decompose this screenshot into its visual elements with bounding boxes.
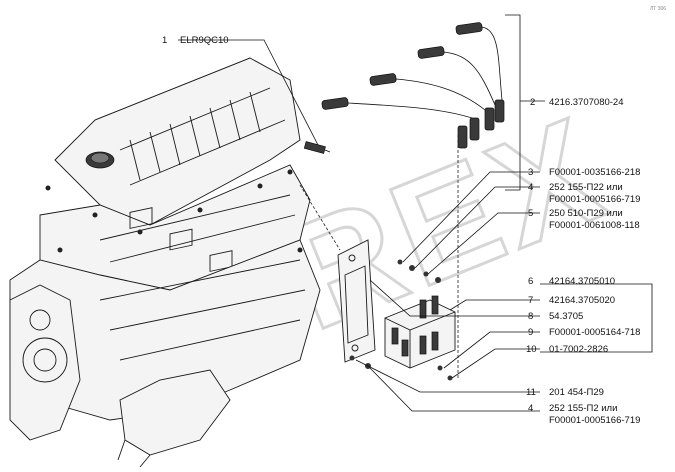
callout-code: 4216.3707080-24: [549, 97, 624, 108]
callout-number: 8: [528, 311, 533, 322]
callout-code: 42164.3705020: [549, 295, 615, 306]
callout-code: 42164.3705010: [549, 276, 615, 287]
callout-code: 54.3705: [549, 311, 583, 322]
callout-5: 5 250 510-П29 или F00001-0061008-118: [528, 208, 640, 231]
callout-10: 10 01-7002-2826: [526, 344, 608, 355]
callout-number: 9: [528, 327, 533, 338]
callout-number: 11: [526, 387, 536, 398]
callout-9: 9 F00001-0005164-718: [528, 327, 640, 338]
leader-lines: [178, 14, 653, 412]
callout-code: 01-7002-2826: [549, 344, 608, 355]
callout-11: 11 201 454-П29: [526, 387, 604, 398]
callout-6: 6 42164.3705010: [528, 276, 615, 287]
callout-code: 201 454-П29: [549, 387, 604, 398]
callout-number: 6: [528, 276, 533, 287]
callout-number: 7: [528, 295, 533, 306]
engine-block: [9, 57, 321, 468]
callout-code: F00001-0005164-718: [549, 327, 640, 338]
callout-2: 2 4216.3707080-24: [530, 97, 624, 108]
callout-code: 250 510-П29 или: [549, 208, 623, 219]
callout-4-bottom: 4 252 155-П2 или F00001-0005166-719: [528, 403, 640, 426]
callout-number: 10: [526, 344, 537, 355]
callout-3: 3 F00001-0035166-218: [528, 167, 640, 178]
callout-code: F00001-0035166-218: [549, 167, 640, 178]
ignition-wire-set: [321, 22, 505, 149]
callout-labels: 1 ELR9QC10 2 4216.3707080-24 3 F00001-00…: [162, 35, 640, 426]
callout-7: 7 42164.3705020: [528, 295, 615, 306]
callout-4-top: 4 252 155-П22 или F00001-0005166-719: [528, 182, 640, 205]
callout-8: 8 54.3705: [528, 311, 583, 322]
corner-code: ЛТ 306: [650, 6, 666, 12]
callout-1: 1 ELR9QC10: [162, 35, 229, 46]
callout-code: 252 155-П22 или: [549, 182, 623, 193]
callout-code-alt: F00001-0005166-719: [549, 194, 640, 205]
fasteners: [349, 259, 453, 381]
callout-code: 252 155-П2 или: [549, 403, 617, 414]
ignition-module: [384, 295, 456, 369]
callout-code-alt: F00001-0005166-719: [549, 415, 640, 426]
callout-number: 5: [528, 208, 533, 219]
callout-code-alt: F00001-0061008-118: [549, 220, 640, 231]
callout-number: 4: [528, 403, 533, 414]
mounting-bracket: [337, 239, 376, 363]
spark-plug: [303, 141, 331, 154]
callout-number: 2: [530, 97, 535, 108]
callout-number: 3: [528, 167, 533, 178]
callout-code: ELR9QC10: [180, 35, 229, 46]
callout-number: 1: [162, 35, 167, 46]
callout-number: 4: [528, 182, 533, 193]
